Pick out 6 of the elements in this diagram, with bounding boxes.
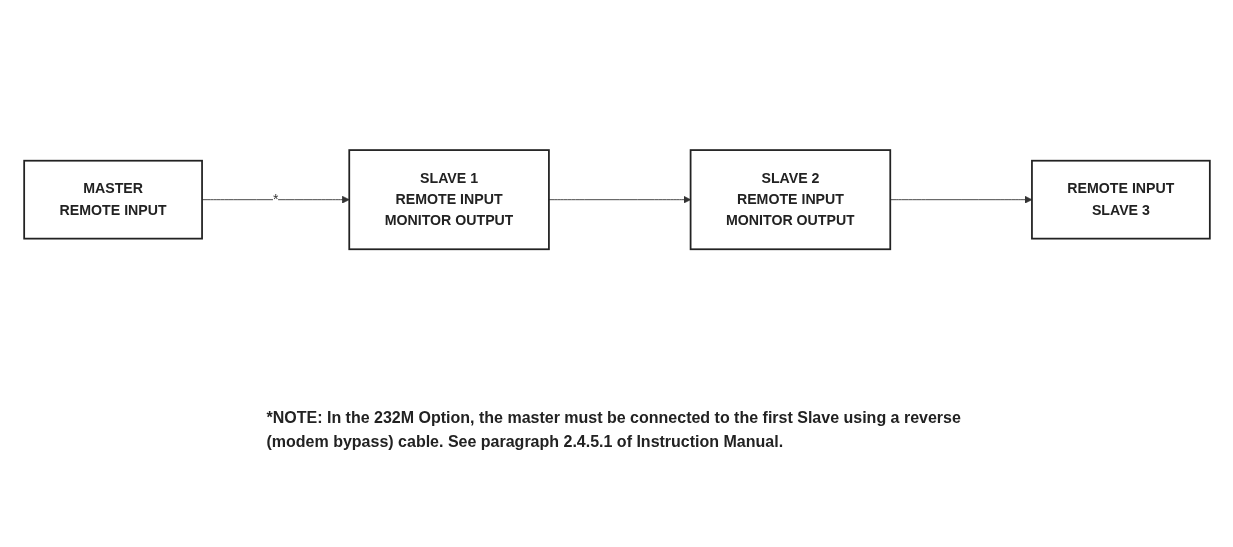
node-box: REMOTE INPUT SLAVE 3: [1030, 160, 1211, 240]
note-text: *NOTE: In the 232M Option, the master must be connected to the first Slave using a reverse (modem bypass) cable. See paragraph 2.4.5.1 of Instruction Manual.: [266, 408, 962, 452]
node-box: SLAVE 1 REMOTE INPUT MONITOR OUTPUT: [347, 149, 550, 251]
node-box: MASTER REMOTE INPUT: [22, 160, 203, 240]
edge-label: *: [272, 192, 278, 208]
node-box: SLAVE 2 REMOTE INPUT MONITOR OUTPUT: [689, 149, 891, 251]
